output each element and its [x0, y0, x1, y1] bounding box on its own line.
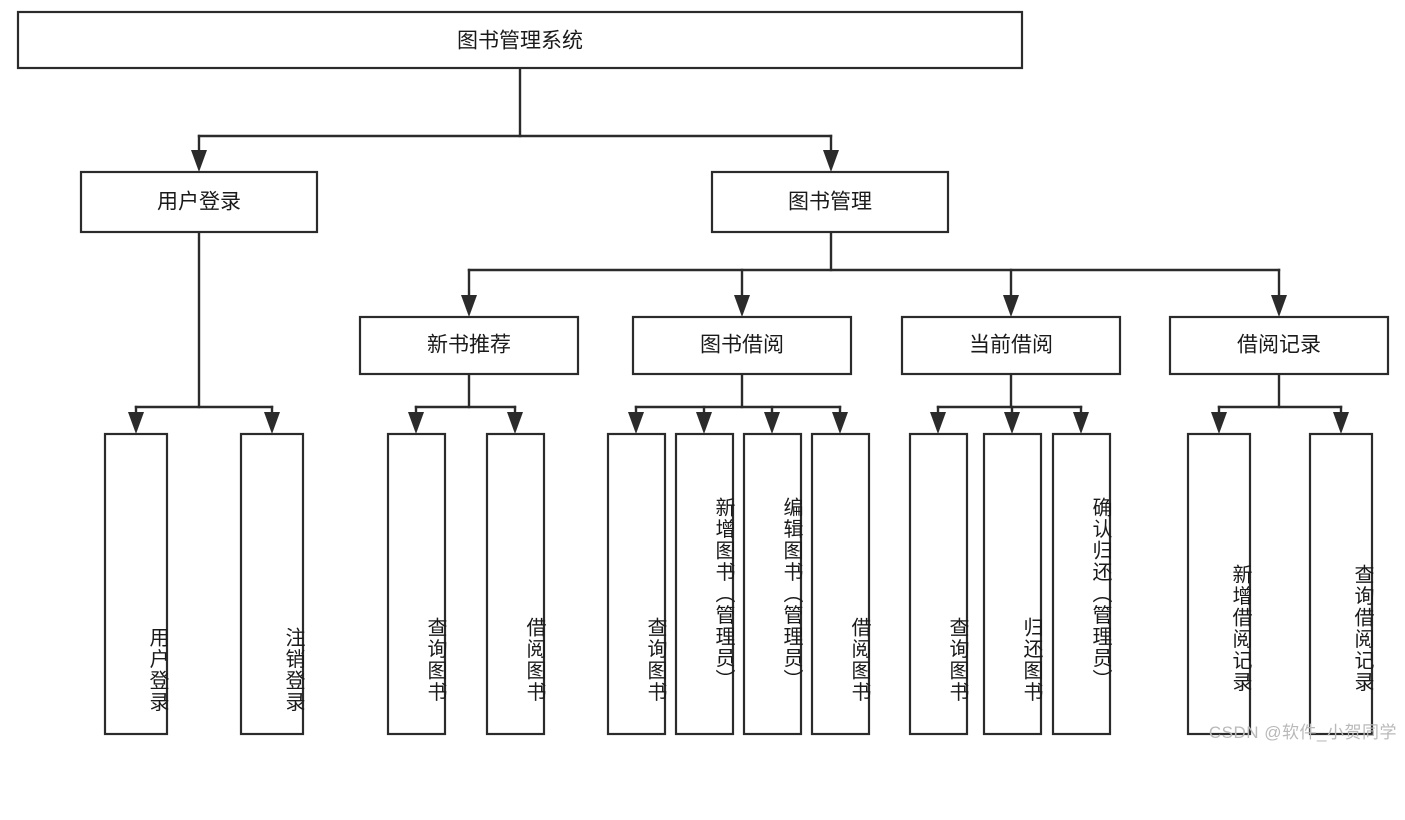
node-book-borrow-box[interactable] [631, 315, 853, 376]
tree-diagram-canvas: 图书管理系统 用户登录 图书管理 新书推荐 图书借阅 当前借阅 借阅记录 [16, 10, 1390, 736]
leaf-box-add-borrow-record[interactable] [1186, 432, 1252, 736]
leaf-box-confirm-return-admin[interactable] [1051, 432, 1112, 736]
node-user-login[interactable]: 用户登录 [79, 170, 319, 234]
arrow-head-leaf-borrow-book-2 [832, 412, 848, 434]
node-new-book-recommend-box[interactable] [358, 315, 580, 376]
node-borrow-record-box[interactable] [1168, 315, 1390, 376]
arrow-head-leaf-query-book-3 [930, 412, 946, 434]
node-new-book-recommend-label: 新书推荐 [427, 334, 511, 357]
leaf-box-query-book-1[interactable] [386, 432, 447, 736]
csdn-watermark: CSDN @软件_小贺同学 [1208, 723, 1397, 742]
node-root-label: 图书管理系统 [457, 30, 583, 53]
node-current-borrow[interactable]: 当前借阅 [900, 315, 1122, 376]
node-book-manage-box[interactable] [710, 170, 950, 234]
leaf-box-query-borrow-record[interactable] [1308, 432, 1374, 736]
node-current-borrow-box[interactable] [900, 315, 1122, 376]
arrow-head-leaf-confirm-return-admin [1073, 412, 1089, 434]
node-root-library-system[interactable]: 图书管理系统 [16, 10, 1024, 70]
node-book-borrow-label: 图书借阅 [700, 334, 784, 357]
arrow-head-current-borrow [1003, 295, 1019, 317]
leaf-box-return-book[interactable] [982, 432, 1043, 736]
node-book-manage[interactable]: 图书管理 [710, 170, 950, 234]
node-new-book-recommend[interactable]: 新书推荐 [358, 315, 580, 376]
node-root-box[interactable] [16, 10, 1024, 70]
arrow-head-leaf-query-book-1 [408, 412, 424, 434]
arrow-head-leaf-query-book-2 [628, 412, 644, 434]
node-book-borrow[interactable]: 图书借阅 [631, 315, 853, 376]
leaf-box-edit-book-admin[interactable] [742, 432, 803, 736]
arrow-head-leaf-borrow-book-1 [507, 412, 523, 434]
leaf-box-add-book-admin[interactable] [674, 432, 735, 736]
node-borrow-record[interactable]: 借阅记录 [1168, 315, 1390, 376]
connector-book-borrow-to-leaves [628, 372, 848, 434]
connector-borrow-record-to-leaves [1211, 372, 1349, 434]
arrow-head-leaf-add-borrow-record [1211, 412, 1227, 434]
arrow-head-leaf-query-borrow-record [1333, 412, 1349, 434]
library-system-tree-diagram: 图书管理系统 用户登录 图书管理 新书推荐 图书借阅 当前借阅 借阅记录 [16, 10, 1397, 742]
connector-user-login-to-leaves [128, 230, 280, 434]
leaf-box-logout-login[interactable] [239, 432, 305, 736]
connector-root-to-level2 [191, 66, 839, 172]
arrow-head-book-borrow [734, 295, 750, 317]
arrow-head-leaf-edit-book-admin [764, 412, 780, 434]
arrow-head-new-book-recommend [461, 295, 477, 317]
arrow-head-user-login [191, 150, 207, 172]
node-user-login-box[interactable] [79, 170, 319, 234]
node-borrow-record-label: 借阅记录 [1237, 334, 1321, 357]
connector-book-manage-to-level3 [461, 230, 1287, 317]
arrow-head-borrow-record [1271, 295, 1287, 317]
arrow-head-book-manage [823, 150, 839, 172]
node-book-manage-label: 图书管理 [788, 191, 872, 214]
leaf-box-borrow-book-2[interactable] [810, 432, 871, 736]
connector-current-borrow-to-leaves [930, 372, 1089, 434]
leaf-box-user-login[interactable] [103, 432, 169, 736]
arrow-head-leaf-logout-login [264, 412, 280, 434]
node-current-borrow-label: 当前借阅 [969, 334, 1053, 357]
node-user-login-label: 用户登录 [157, 191, 241, 214]
arrow-head-leaf-return-book [1004, 412, 1020, 434]
leaf-box-query-book-3[interactable] [908, 432, 969, 736]
leaf-box-query-book-2[interactable] [606, 432, 667, 736]
connector-new-book-recommend-to-leaves [408, 372, 523, 434]
leaf-box-borrow-book-1[interactable] [485, 432, 546, 736]
arrow-head-leaf-user-login [128, 412, 144, 434]
arrow-head-leaf-add-book-admin [696, 412, 712, 434]
